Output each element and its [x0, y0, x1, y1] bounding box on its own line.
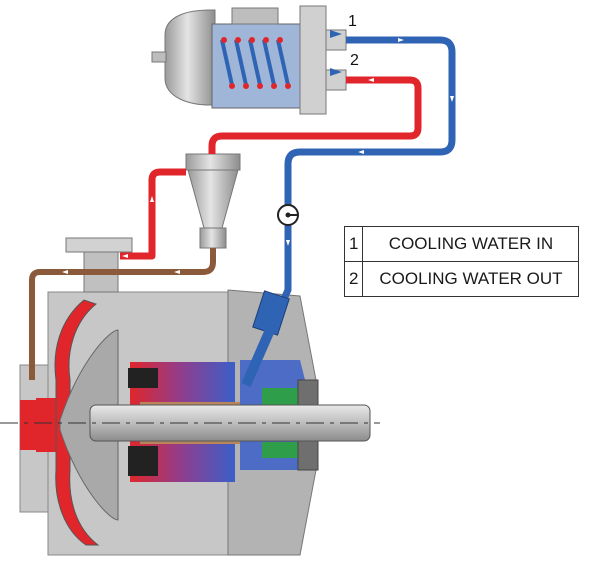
inlet-arrow-icon: [330, 30, 342, 38]
cooling-water-out-line: [208, 76, 422, 154]
outlet-arrow-icon: [330, 68, 342, 76]
cooling-coil: [220, 39, 290, 86]
seal-cooler: [151, 5, 347, 115]
outlet-port-label: 2: [350, 52, 359, 69]
cyclone-feed-line: [120, 168, 186, 260]
inlet-port-label: 1: [348, 13, 357, 30]
legend-label: COOLING WATER IN: [362, 226, 580, 262]
flow-indicator-icon: [277, 204, 299, 226]
legend-label: COOLING WATER OUT: [362, 261, 580, 297]
discharge-nozzle: [65, 237, 133, 293]
return-line: [29, 248, 216, 380]
legend-row: 1 COOLING WATER IN: [343, 226, 580, 262]
legend-number: 2: [343, 261, 364, 297]
cooling-water-in-line: [266, 36, 456, 332]
flow-arrows: [62, 38, 454, 274]
legend-row: 2 COOLING WATER OUT: [343, 261, 580, 297]
legend-table: 1 COOLING WATER IN 2 COOLING WATER OUT: [343, 226, 580, 297]
legend-number: 1: [343, 226, 364, 262]
cyclone-separator: [185, 153, 241, 249]
